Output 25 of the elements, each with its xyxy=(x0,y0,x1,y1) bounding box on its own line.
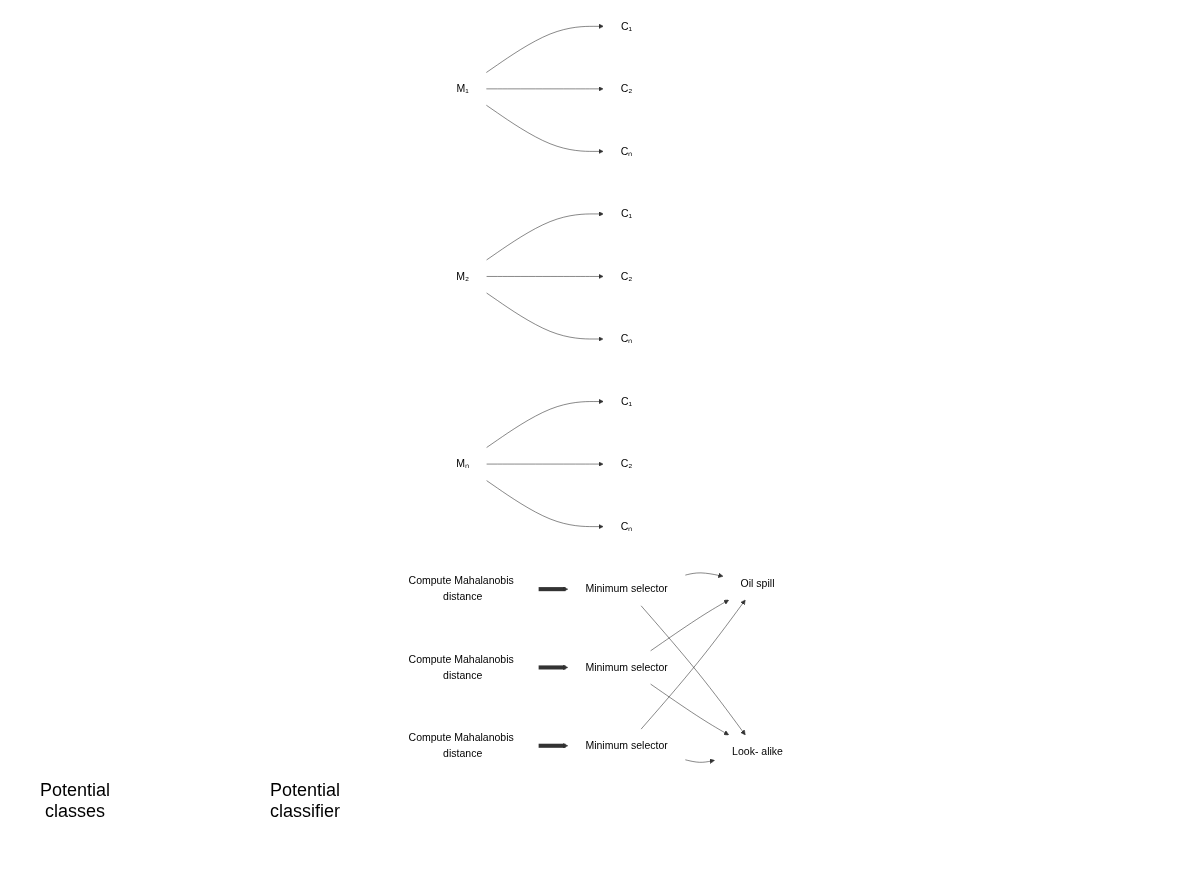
node-text: Compute Mahalanobis distance xyxy=(408,575,515,603)
node-text: Minimum selector xyxy=(585,661,669,673)
node-text: Compute Mahalanobis distance xyxy=(408,653,515,681)
arrow xyxy=(539,586,569,592)
node-text: C₁ xyxy=(621,20,633,32)
node-text: Mₙ xyxy=(456,457,470,470)
node-text: M₁ xyxy=(456,82,470,95)
arrow xyxy=(539,743,569,749)
node-text: Look- alike xyxy=(732,745,784,758)
arrow xyxy=(539,664,569,670)
node-text: Cₙ xyxy=(621,520,633,533)
node-text: Minimum selector xyxy=(585,739,669,752)
axis-caption: Potential classes xyxy=(38,780,112,822)
node-text: Minimum selector xyxy=(585,583,669,595)
node-text: Cₙ xyxy=(621,332,633,345)
node-text: C₁ xyxy=(621,207,633,220)
node-text: C₂ xyxy=(621,82,633,95)
node-text: C₁ xyxy=(621,395,633,408)
axis-caption: Potential classifier xyxy=(268,780,342,822)
node-text: Compute Mahalanobis distance xyxy=(408,731,515,760)
node-text: Oil spill xyxy=(740,577,775,589)
node-text: C₂ xyxy=(621,270,633,283)
node-text: Cₙ xyxy=(621,145,633,157)
node-text: M₂ xyxy=(456,270,470,283)
node-text: C₂ xyxy=(621,457,633,470)
